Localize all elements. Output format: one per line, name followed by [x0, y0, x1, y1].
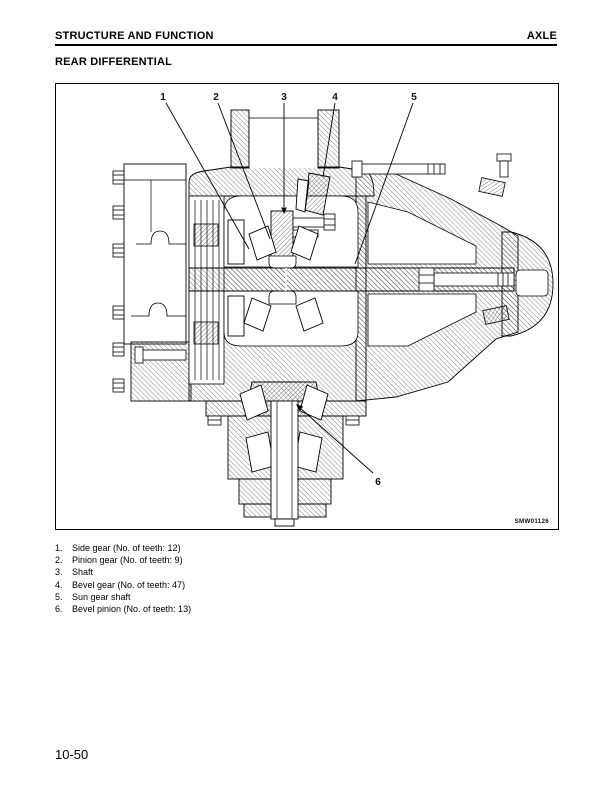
parts-list-item: 3. Shaft	[55, 566, 191, 578]
top-stud-bolt	[351, 153, 512, 178]
section-title: REAR DIFFERENTIAL	[55, 56, 173, 68]
callout-5: 5	[411, 92, 417, 103]
bottom-housing-bolts	[207, 415, 360, 426]
item-number: 1.	[55, 543, 63, 553]
item-number: 6.	[55, 604, 63, 615]
item-text: Sun gear shaft	[72, 591, 131, 602]
right-bearing-upper	[478, 177, 506, 197]
leader-lines	[165, 102, 414, 474]
item-text: Shaft	[72, 567, 94, 578]
arrowhead-3	[281, 207, 287, 214]
page-header: STRUCTURE AND FUNCTION AXLE	[55, 30, 557, 44]
differential-cross-section-drawing: 1 2 3 4 5 6 SMW01126	[112, 92, 554, 527]
right-bearing-lower	[482, 305, 510, 325]
item-text: Pinion gear (No. of teeth: 9)	[72, 555, 183, 566]
header-chapter-title: AXLE	[526, 30, 557, 42]
lower-thrust-cup	[268, 290, 297, 305]
upper-thrust-cup	[268, 255, 297, 269]
input-neck	[188, 109, 375, 197]
callout-1: 1	[160, 92, 166, 103]
item-number: 4.	[55, 579, 63, 590]
bevel-gear	[295, 172, 331, 216]
item-number: 5.	[55, 591, 63, 602]
callout-labels: 1 2 3 4 5 6	[160, 92, 417, 488]
item-text: Side gear (No. of teeth: 12)	[72, 543, 181, 553]
callout-3: 3	[281, 92, 287, 103]
yoke-slot	[515, 269, 549, 297]
right-housing-lower-cavity	[367, 293, 477, 347]
item-number: 2.	[55, 555, 63, 566]
figure-rear-differential: 1 2 3 4 5 6 SMW01126	[55, 83, 559, 530]
parts-list: 1. Side gear (No. of teeth: 12) 2. Pinio…	[55, 542, 191, 615]
callout-6: 6	[375, 477, 381, 488]
parts-list-item: 4. Bevel gear (No. of teeth: 47)	[55, 579, 191, 591]
page-number: 10-50	[55, 747, 89, 762]
side-gear-lower	[227, 295, 245, 337]
callout-2: 2	[213, 92, 219, 103]
left-foot-bolt	[134, 346, 187, 364]
item-number: 3.	[55, 567, 63, 578]
callout-4: 4	[332, 92, 338, 103]
side-gear-upper	[227, 219, 245, 265]
right-housing-upper-cavity	[367, 201, 477, 265]
side-stud-bolt	[418, 267, 515, 292]
arrowhead-6	[296, 404, 304, 411]
header-section-title: STRUCTURE AND FUNCTION	[55, 30, 214, 42]
pinion-shaft	[270, 400, 299, 527]
header-rule	[55, 44, 557, 46]
parts-list-item: 6. Bevel pinion (No. of teeth: 13)	[55, 603, 191, 615]
item-text: Bevel pinion (No. of teeth: 13)	[72, 604, 192, 615]
item-text: Bevel gear (No. of teeth: 47)	[72, 579, 186, 590]
parts-list-item: 5. Sun gear shaft	[55, 591, 191, 603]
pinion-gears	[243, 225, 324, 332]
parts-list-item: 2. Pinion gear (No. of teeth: 9)	[55, 554, 191, 566]
figure-code-label: SMW01126	[515, 518, 550, 525]
left-flange-bolts	[112, 170, 125, 393]
left-plate	[123, 163, 187, 345]
parts-list-item: 1. Side gear (No. of teeth: 12)	[55, 542, 191, 554]
